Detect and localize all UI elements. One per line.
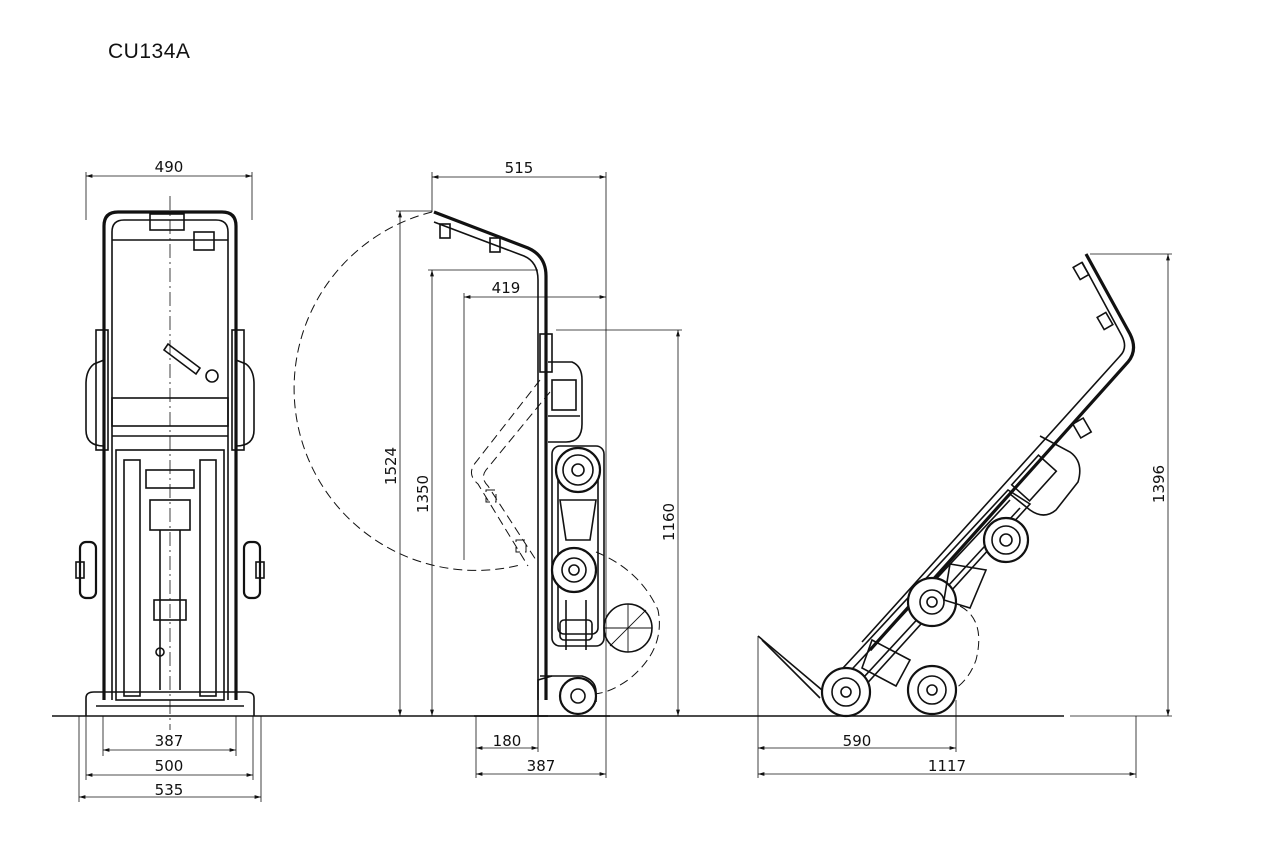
- tilted-dimensions: 1396 590 1117: [757, 253, 1172, 778]
- side-dimensions: 515 419 1524 1350 1160 180 387: [382, 159, 682, 778]
- dim-side-base-b: 387: [527, 757, 556, 775]
- dim-side-depth-top: 515: [505, 159, 534, 177]
- dim-side-base-a: 180: [493, 732, 522, 750]
- dim-tilted-height: 1396: [1150, 465, 1168, 503]
- dim-tilted-base-b: 1117: [928, 757, 966, 775]
- front-dimensions: 490 387 500 535: [78, 158, 262, 802]
- side-view: [293, 210, 660, 717]
- front-view: [75, 196, 265, 730]
- dim-front-width-top: 490: [155, 158, 184, 176]
- dim-side-height-total: 1524: [382, 447, 400, 485]
- dim-side-depth-handle: 419: [492, 279, 521, 297]
- dim-front-base-outer: 535: [155, 781, 184, 799]
- tilted-view: [757, 253, 1136, 718]
- dim-side-height-folded: 1350: [414, 475, 432, 513]
- dim-front-base-inner: 387: [155, 732, 184, 750]
- dim-side-height-mid: 1160: [660, 503, 678, 541]
- dim-tilted-base-a: 590: [843, 732, 872, 750]
- drawing-title: CU134A: [108, 40, 191, 63]
- dim-front-base-mid: 500: [155, 757, 184, 775]
